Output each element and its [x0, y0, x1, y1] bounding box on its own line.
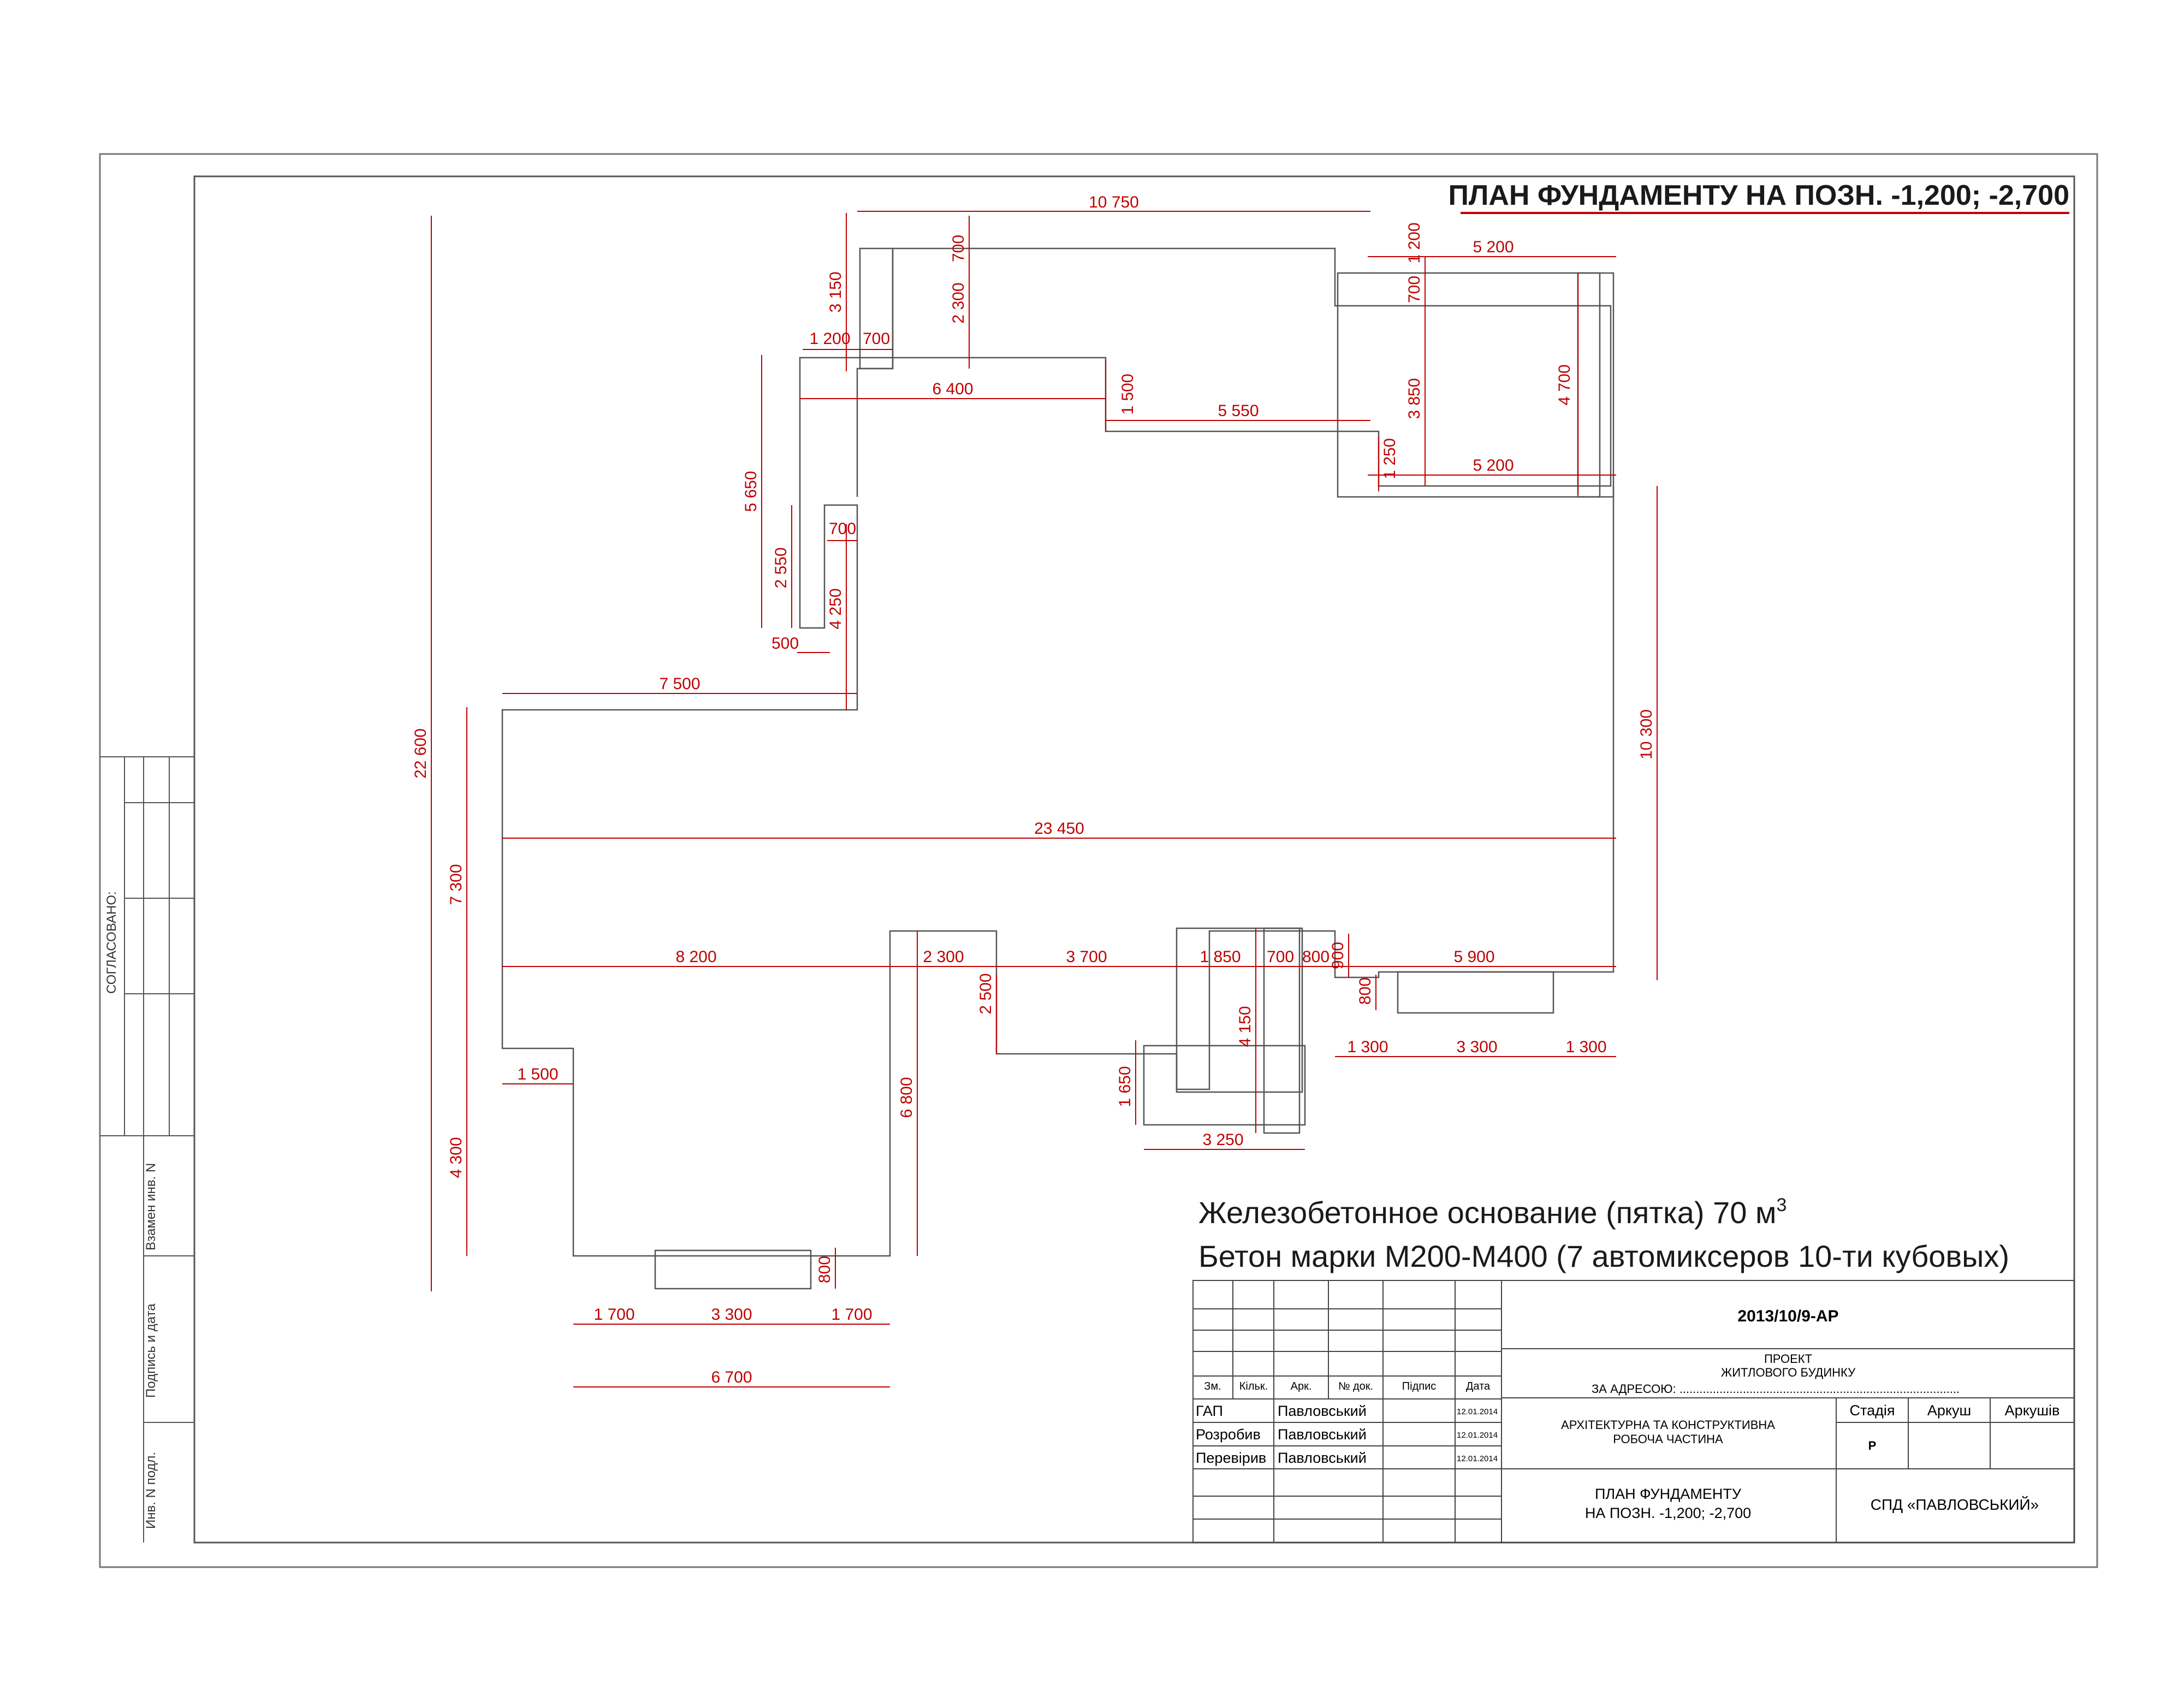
dim-3850: 3 850 [1405, 378, 1423, 419]
dim-3700: 3 700 [1066, 948, 1107, 966]
stage-header: Стадія [1850, 1402, 1895, 1419]
dim-2550: 2 550 [772, 547, 790, 588]
dim-6700: 6 700 [711, 1368, 752, 1386]
dim-3150: 3 150 [827, 271, 845, 312]
sheet-header: Аркуш [1927, 1402, 1971, 1419]
dim-1300-a: 1 300 [1347, 1038, 1388, 1056]
dim-1200-right: 1 200 [1405, 222, 1423, 263]
dim-700-small: 700 [829, 520, 856, 538]
sheets-header: Аркушів [2005, 1402, 2060, 1419]
page-title: ПЛАН ФУНДАМЕНТУ НА ПОЗН. -1,200; -2,700 [1449, 180, 2069, 211]
title-block [1192, 1280, 2075, 1543]
outer-border [99, 153, 2098, 1568]
stage-value: Р [1868, 1439, 1877, 1452]
dim-10750: 10 750 [1089, 193, 1139, 211]
dim-4250: 4 250 [827, 588, 845, 629]
dim-3250: 3 250 [1202, 1131, 1243, 1149]
dim-2500: 2 500 [977, 973, 995, 1014]
note-concrete-base: Железобетонное основание (пятка) 70 м3 [1198, 1195, 1787, 1230]
company-name: СПД «ПАВЛОВСЬКИЙ» [1871, 1496, 2039, 1513]
dim-900: 900 [1329, 942, 1347, 969]
dim-800-mid: 800 [1302, 948, 1330, 966]
row-date-1: 12.01.2014 [1457, 1431, 1498, 1440]
address-label: ЗА АДРЕСОЮ: ............................… [1592, 1382, 1960, 1396]
dim-700-mid: 700 [1267, 948, 1294, 966]
dim-5900: 5 900 [1453, 948, 1494, 966]
sheet-title-line1: ПЛАН ФУНДАМЕНТУ [1595, 1486, 1742, 1502]
project-line2: ЖИТЛОВОГО БУДИНКУ [1721, 1366, 1856, 1379]
row-name-0: Павловський [1278, 1403, 1367, 1419]
col-ark: Арк. [1291, 1380, 1312, 1392]
sidebar-stamp [100, 756, 194, 1543]
dim-5550: 5 550 [1218, 402, 1259, 420]
section-line1: АРХІТЕКТУРНА ТА КОНСТРУКТИВНА [1561, 1418, 1775, 1432]
note-concrete-grade: Бетон марки М200-М400 (7 автомиксеров 10… [1198, 1239, 2009, 1273]
dimension-labels: 10 750 700 2 300 3 150 1 200 700 1 200 5… [412, 193, 1655, 1386]
inner-border [193, 175, 2075, 1544]
dim-700-top: 700 [949, 235, 968, 262]
dim-1500-low: 1 500 [517, 1065, 558, 1083]
dim-23450: 23 450 [1034, 820, 1084, 838]
note-line1: Железобетонное основание (пятка) 70 м [1198, 1195, 1776, 1230]
dim-1200-left: 1 200 [809, 330, 850, 348]
dim-500: 500 [771, 634, 799, 653]
dim-4150: 4 150 [1236, 1006, 1254, 1047]
row-role-2: Перевірив [1196, 1450, 1266, 1466]
row-name-1: Павловський [1278, 1426, 1367, 1443]
dim-700-right: 700 [1405, 276, 1423, 303]
section-line2: РОБОЧА ЧАСТИНА [1613, 1432, 1723, 1446]
dim-1650: 1 650 [1116, 1066, 1134, 1107]
dim-1700-b: 1 700 [831, 1306, 872, 1324]
row-date-0: 12.01.2014 [1457, 1407, 1498, 1416]
dim-6400: 6 400 [932, 380, 973, 398]
col-zm: Зм. [1204, 1380, 1221, 1392]
dim-10300: 10 300 [1637, 709, 1655, 760]
row-role-1: Розробив [1196, 1426, 1261, 1443]
col-kilk: Кільк. [1239, 1380, 1268, 1392]
row-name-2: Павловський [1278, 1450, 1367, 1466]
dim-2300-top: 2 300 [949, 282, 968, 323]
dim-1850: 1 850 [1200, 948, 1241, 966]
dim-4700: 4 700 [1556, 364, 1574, 405]
dim-800-right: 800 [1356, 977, 1374, 1005]
dim-4300: 4 300 [447, 1137, 465, 1178]
dim-7300: 7 300 [447, 864, 465, 905]
dim-6800: 6 800 [898, 1077, 916, 1118]
doc-code: 2013/10/9-АР [1737, 1307, 1838, 1325]
col-sign: Підпис [1402, 1380, 1437, 1392]
project-line1: ПРОЕКТ [1764, 1352, 1812, 1366]
dim-1700-a: 1 700 [594, 1306, 634, 1324]
replace-inv-label: Взамен инв. N [144, 1163, 158, 1250]
note-superscript: 3 [1776, 1195, 1787, 1215]
sheet-title-line2: НА ПОЗН. -1,200; -2,700 [1585, 1505, 1751, 1521]
dim-22600: 22 600 [412, 728, 430, 779]
dim-3300-right: 3 300 [1456, 1038, 1497, 1056]
sign-date-label: Подпись и дата [144, 1303, 158, 1398]
dim-1500-mid: 1 500 [1119, 373, 1137, 414]
col-doc: № док. [1338, 1380, 1373, 1392]
foundation-outline [501, 247, 1615, 1290]
dim-8200: 8 200 [675, 948, 716, 966]
dim-2300-mid: 2 300 [923, 948, 964, 966]
inv-orig-label: Инв. N подл. [144, 1452, 158, 1529]
col-date: Дата [1466, 1380, 1491, 1392]
dim-7500: 7 500 [659, 675, 700, 693]
dim-1250: 1 250 [1381, 438, 1399, 479]
dim-5650: 5 650 [742, 471, 760, 512]
dim-700-left: 700 [863, 330, 890, 348]
dim-5200-bottom: 5 200 [1473, 456, 1514, 475]
row-date-2: 12.01.2014 [1457, 1454, 1498, 1463]
agreed-label: СОГЛАСОВАНО: [104, 891, 119, 994]
dim-800-low: 800 [816, 1256, 834, 1283]
dimension-lines [431, 211, 1658, 1387]
dim-5200-top: 5 200 [1473, 238, 1514, 256]
dim-1300-b: 1 300 [1565, 1038, 1606, 1056]
dim-3300-low: 3 300 [711, 1306, 752, 1324]
row-role-0: ГАП [1196, 1403, 1223, 1419]
